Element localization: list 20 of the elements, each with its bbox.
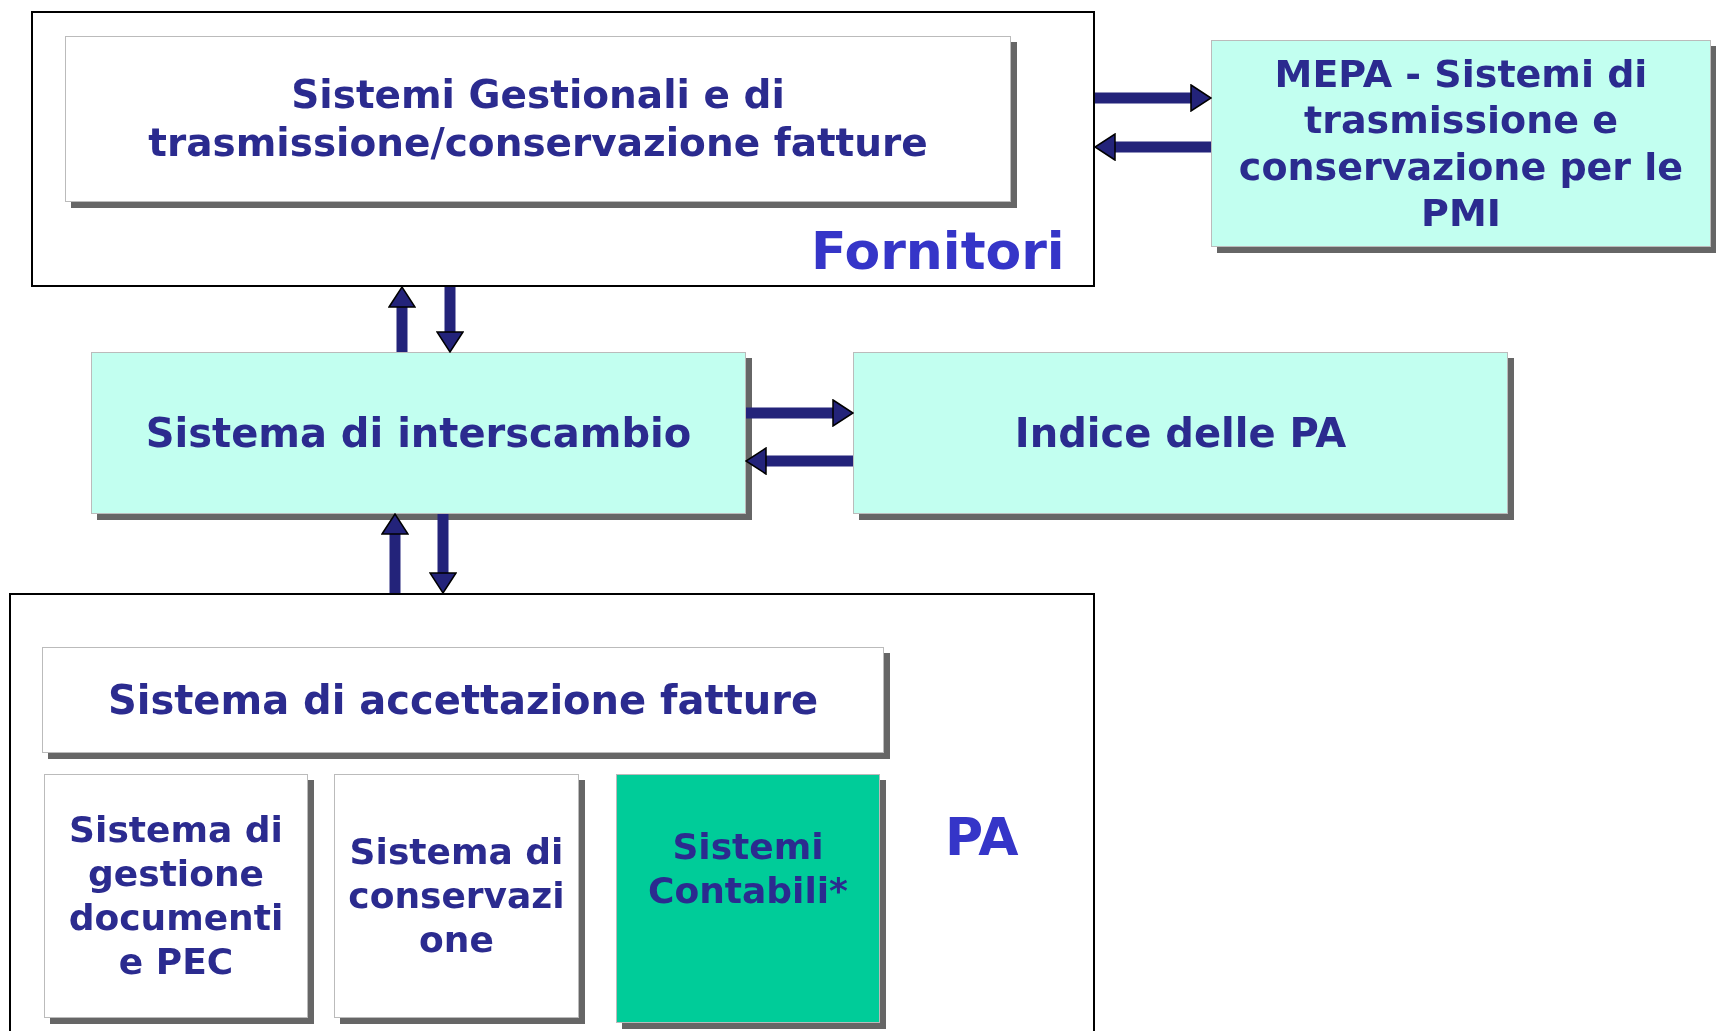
block-arrow <box>429 514 457 594</box>
group-frame <box>9 593 1095 1031</box>
block-arrow <box>388 286 416 352</box>
group-heading: Fornitori <box>811 221 1065 281</box>
block-arrow <box>436 287 464 353</box>
box-label: Sistema di accettazione fatture <box>107 675 819 725</box>
block-arrow <box>1094 133 1211 161</box>
box-label: Sistema di interscambio <box>145 408 692 458</box>
block-arrow <box>746 399 854 427</box>
box-label: Sistema di gestione documenti e PEC <box>67 808 285 984</box>
box-label: Sistemi Gestionali e di trasmissione/conservazione fatture <box>147 71 929 167</box>
box-label: Indice delle PA <box>1014 408 1347 458</box>
group-heading: PA <box>945 807 1019 867</box>
block-arrow <box>1095 84 1212 112</box>
box-label: MEPA - Sistemi di trasmissione e conservazione per le PMI <box>1237 50 1685 237</box>
box-label: Sistemi Contabili* <box>647 825 849 913</box>
block-arrow <box>381 513 409 593</box>
block-arrow <box>745 447 853 475</box>
group-frame <box>31 11 1095 287</box>
box-label: Sistema di conservazione <box>347 830 566 962</box>
